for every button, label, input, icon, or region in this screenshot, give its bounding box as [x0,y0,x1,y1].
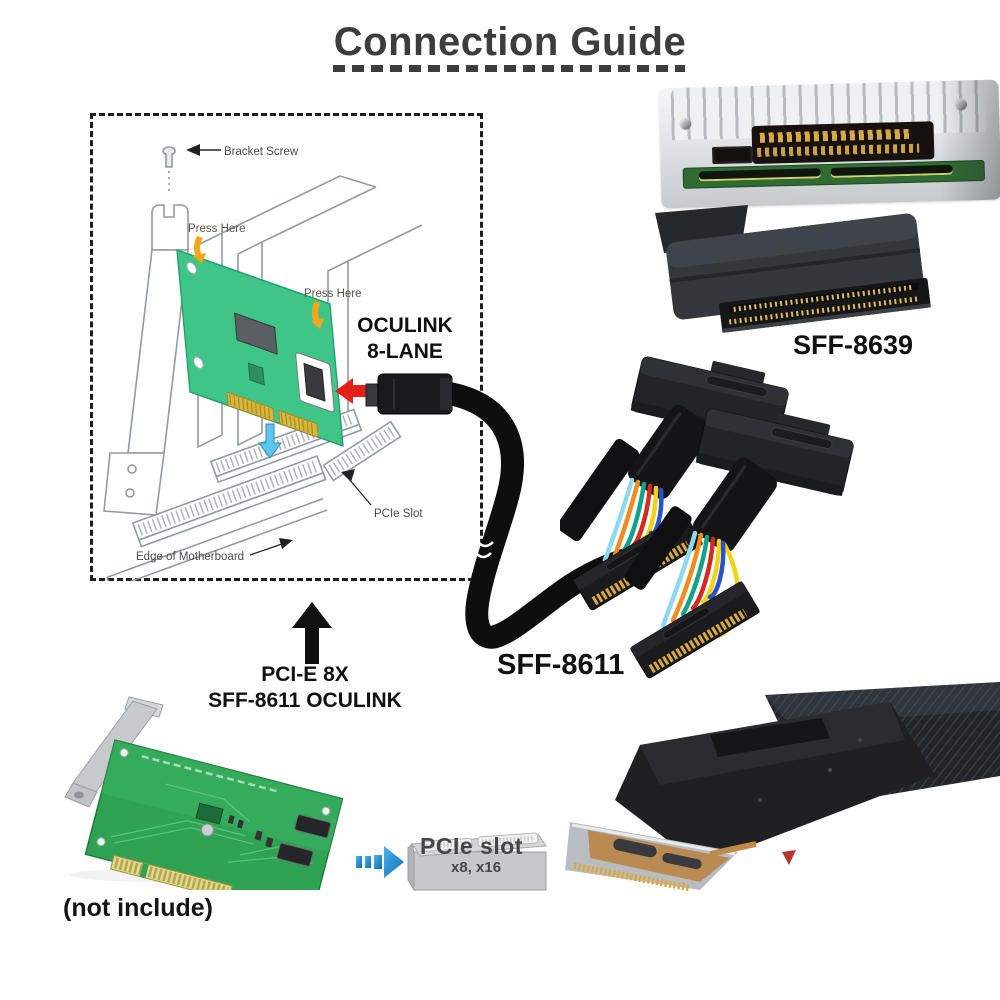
oculink-plug-body [615,702,935,865]
pcie-slot-box-label: PCIe slot [420,833,523,859]
sff-8611-cable-photo [560,356,854,679]
u2-ssd-photo [658,79,1000,209]
press-here-top-arrow-icon [193,235,206,264]
bracket-drawing [103,204,189,516]
press-here-mid-arrow-icon [311,300,324,329]
install-diagram: Bracket Screw Press Here Press Here PCIe… [103,144,423,581]
card-board [84,739,344,890]
ssd-shading [658,79,1000,209]
pcie-slot-arrowhead [341,469,355,482]
sata-power-2 [630,581,760,679]
oculink-cable [365,373,657,649]
page-title: Connection Guide [333,20,687,64]
not-included-note: (not include) [63,894,213,922]
blue-down-arrow-icon [258,423,282,459]
oculink-port-label: OCULINK 8-LANE [343,313,467,365]
bracket-screw-drawing [162,146,176,195]
install-diagram-border [90,113,483,581]
oculink-metal-tip [565,822,757,892]
u2-assembly-2 [624,408,854,679]
sff8611-label: SFF-8611 [497,649,625,681]
adapter-callout: PCI-E 8X SFF-8611 OCULINK [190,662,420,714]
adapter-card-drawing [176,248,344,448]
card-oculink-port-drawing [295,352,335,413]
motherboard-edge-arrowhead [279,538,293,549]
pcie-slot-label: PCIe Slot [374,508,423,520]
pcie-slot-box-sublabel: x8, x16 [451,859,502,876]
u2-plug-2 [695,408,854,497]
up-arrow-icon [292,602,332,664]
sff-8639-photo [655,205,931,333]
adapter-callout-line1: PCI-E 8X [261,663,349,686]
adapter-callout-line2: SFF-8611 OCULINK [208,689,402,712]
card-gold-fingers [226,391,319,438]
oculink-plug-icon [365,373,453,415]
motherboard-edge-label: Edge of Motherboard [136,551,244,563]
card-oculink-ports [276,814,332,867]
flat-cable [440,382,657,649]
title-dashed-underline [333,65,685,72]
press-here-top-label: Press Here [188,223,246,235]
cable-break-marks [460,536,494,559]
oculink-port-label-line1: OCULINK [357,314,453,337]
bracket-screw-arrowhead [186,144,200,156]
press-here-mid-label: Press Here [304,288,362,300]
red-arrow-icon [335,378,369,404]
bracket-screw-label: Bracket Screw [224,146,299,158]
blue-arrow-icon [356,846,404,878]
sff8639-label: SFF-8639 [793,330,914,360]
oculink-connector-photo [565,682,1000,892]
card-edge-fingers [109,854,233,890]
adapter-card-photo [64,696,344,890]
plug-red-mark [782,850,796,865]
oculink-port-label-line2: 8-LANE [367,340,443,363]
pcie-slot-illustration [407,832,547,892]
